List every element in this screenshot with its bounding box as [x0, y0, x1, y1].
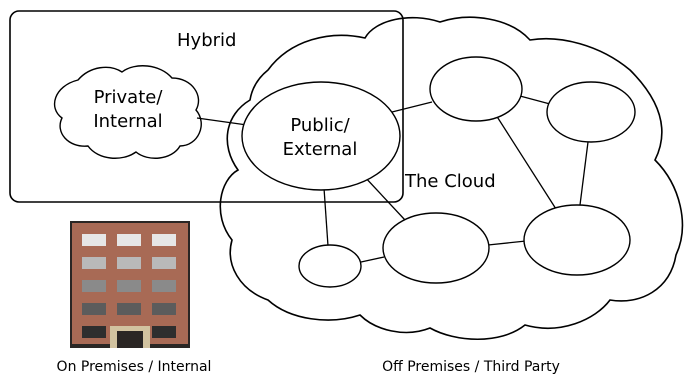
building-window	[152, 234, 176, 246]
link-node1-node4	[495, 114, 557, 210]
hybrid-label: Hybrid	[177, 30, 236, 51]
link-public-node3	[362, 174, 406, 221]
building-window	[152, 326, 176, 338]
link-public-node5	[323, 187, 329, 247]
link-node5-node3	[360, 256, 385, 263]
building-window	[152, 257, 176, 269]
building-window	[117, 257, 141, 269]
link-node1-node2	[519, 95, 551, 105]
on-premises-caption: On Premises / Internal	[57, 359, 212, 375]
building-window	[82, 326, 106, 338]
building-window	[152, 303, 176, 315]
connections	[196, 95, 589, 263]
link-public-node1	[391, 101, 433, 113]
cloud-node-2	[546, 81, 636, 143]
building-window	[82, 257, 106, 269]
building-window	[117, 303, 141, 315]
private-label-line1: Private/	[94, 87, 164, 108]
building-window	[82, 280, 106, 292]
private-cloud-shape	[53, 65, 202, 159]
link-node3-node4	[487, 240, 527, 246]
public-label-line1: Public/	[290, 115, 350, 136]
building-window	[82, 234, 106, 246]
building-window	[82, 303, 106, 315]
building-window	[152, 280, 176, 292]
link-node2-node4	[579, 141, 589, 206]
hybrid-boundary	[9, 10, 404, 203]
building-icon	[70, 221, 190, 348]
building-window	[117, 234, 141, 246]
cloud-node-5	[298, 244, 362, 288]
private-label-line2: Internal	[93, 111, 162, 132]
cloud-node-4	[523, 204, 631, 276]
cloud-label: The Cloud	[404, 171, 496, 192]
cloud-node-3	[382, 212, 490, 284]
off-premises-caption: Off Premises / Third Party	[382, 359, 560, 375]
building-window	[117, 280, 141, 292]
link-private-public	[196, 117, 248, 126]
public-label-line2: External	[283, 139, 358, 160]
public-external-node	[241, 81, 401, 191]
cloud-node-1	[429, 56, 523, 122]
